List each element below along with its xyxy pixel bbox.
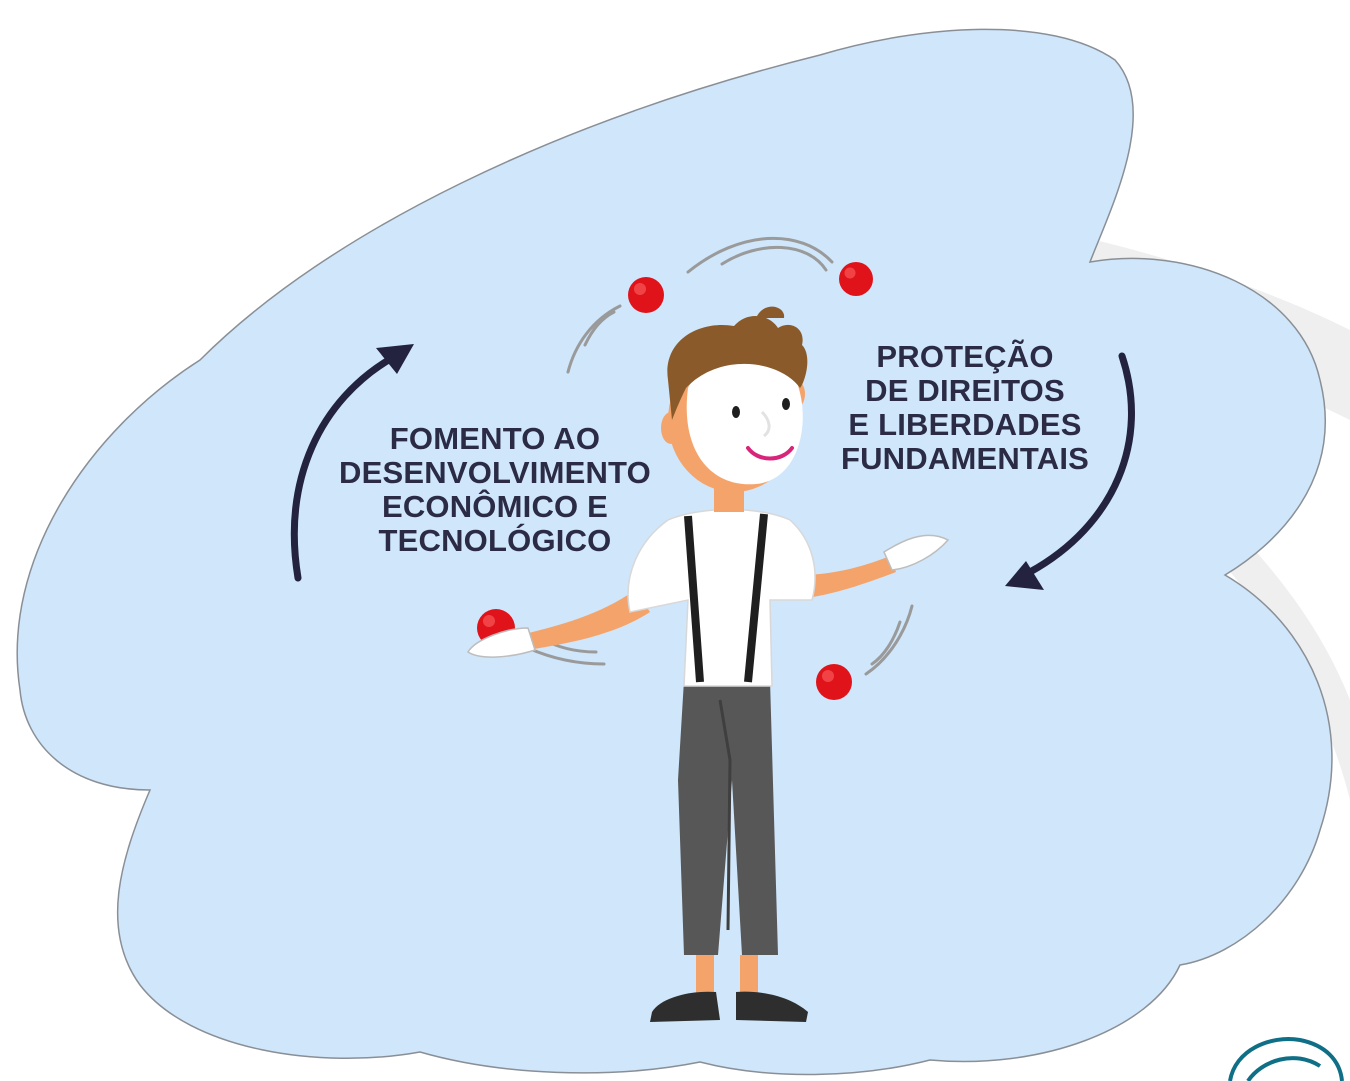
caption-economic-development: FOMENTO AO DESENVOLVIMENTO ECONÔMICO E T… <box>330 422 660 558</box>
right-glove <box>883 534 950 571</box>
left-glove <box>466 627 536 658</box>
juggling-ball <box>816 664 852 700</box>
caption-line: FOMENTO AO <box>389 421 601 456</box>
juggling-ball <box>839 262 873 296</box>
caption-line: DESENVOLVIMENTO <box>339 455 651 490</box>
caption-line: FUNDAMENTAIS <box>840 441 1090 476</box>
caption-line: E LIBERDADES <box>848 407 1082 442</box>
caption-rights-protection: PROTEÇÃO DE DIREITOS E LIBERDADES FUNDAM… <box>820 340 1110 476</box>
left-shoe <box>650 991 720 1022</box>
suspenders <box>684 513 768 683</box>
caption-line: TECNOLÓGICO <box>378 523 612 558</box>
curved-down-arrow-icon <box>1005 352 1135 590</box>
hair <box>667 315 808 420</box>
caption-line: PROTEÇÃO <box>876 339 1054 374</box>
mime-character <box>466 306 950 1022</box>
curved-up-arrow-icon <box>290 344 414 582</box>
caption-line: DE DIREITOS <box>865 373 1065 408</box>
orbit-logo-icon <box>1228 1037 1344 1081</box>
juggling-ball <box>628 277 664 313</box>
face-mask <box>686 361 803 485</box>
right-shoe <box>736 991 808 1022</box>
caption-line: ECONÔMICO E <box>381 489 609 524</box>
